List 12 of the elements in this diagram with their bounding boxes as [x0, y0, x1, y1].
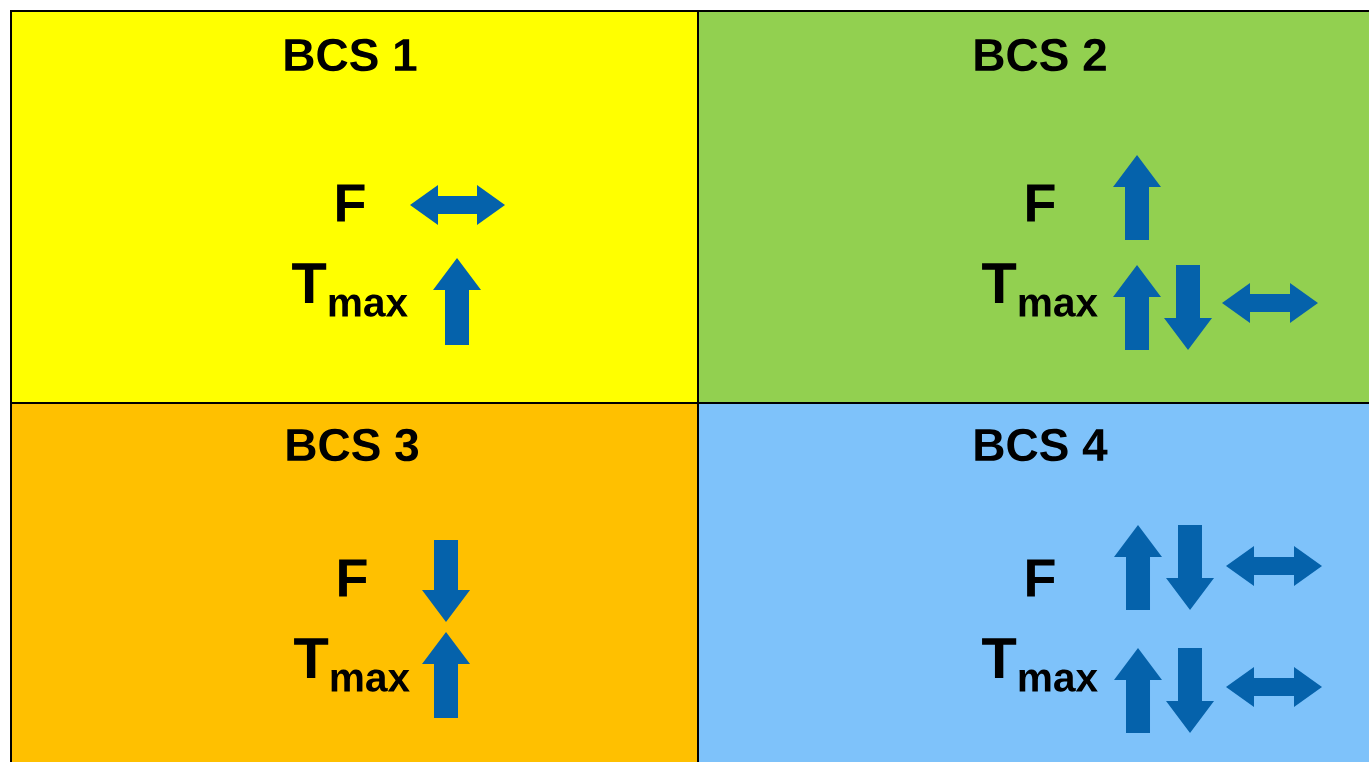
temperature-label: T$_{max}$ — [294, 638, 410, 692]
temperature-label: T$_{max}$ — [982, 263, 1098, 317]
temperature-label: T$_{max}$ — [292, 263, 408, 317]
force-label: F — [1027, 184, 1055, 222]
temperature-label: T$_{max}$ — [982, 638, 1098, 692]
box-heading: BCS 3 — [287, 428, 419, 462]
box-heading: BCS 1 — [285, 38, 417, 72]
force-label: F — [337, 184, 365, 222]
box-heading: BCS 2 — [975, 38, 1106, 72]
force-label: F — [1027, 559, 1055, 597]
force-label: F — [339, 559, 367, 597]
box-heading: BCS 4 — [975, 428, 1108, 462]
